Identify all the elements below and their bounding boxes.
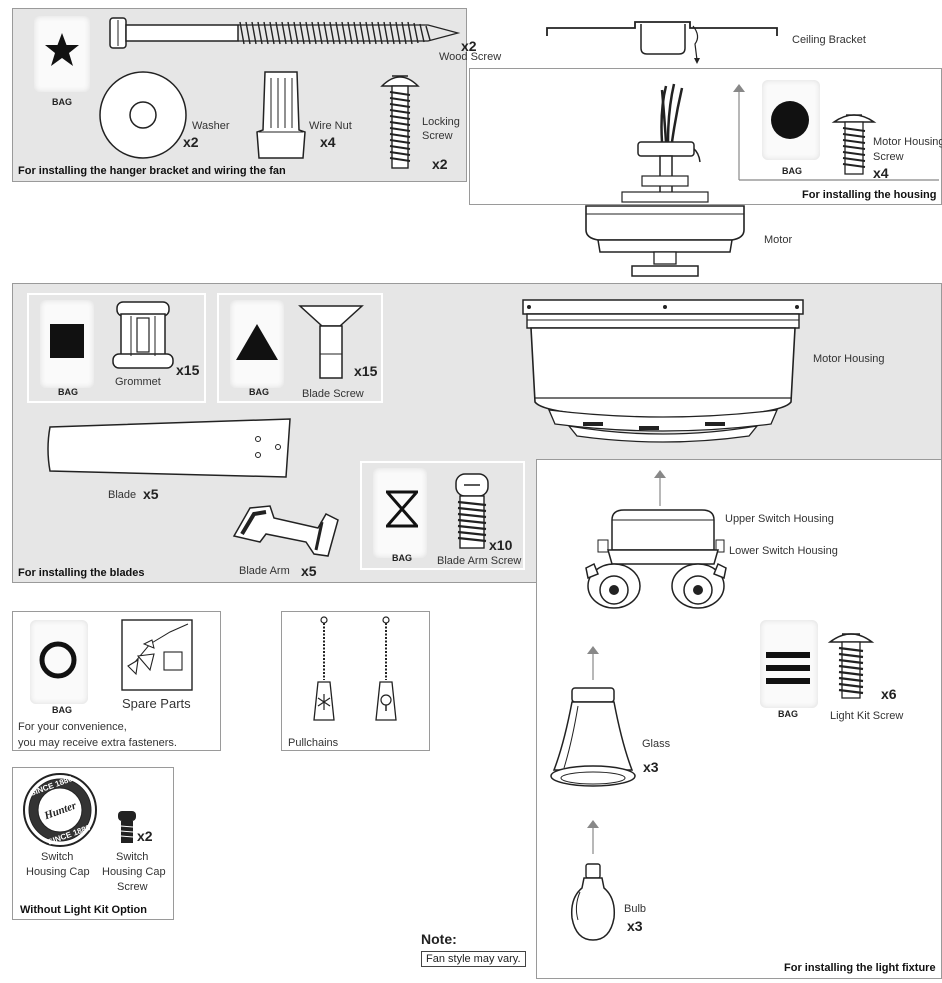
arrow-up-icon bbox=[654, 470, 666, 506]
pullchains-panel bbox=[281, 611, 430, 751]
arrow-up-icon bbox=[587, 820, 599, 854]
glass-icon bbox=[550, 687, 636, 787]
pullchain-fan-icon bbox=[313, 616, 335, 721]
grommet-qty: x15 bbox=[176, 362, 200, 378]
bracket-line-icon bbox=[739, 179, 939, 181]
blade-arm-qty: x5 bbox=[301, 563, 317, 579]
blade-qty: x5 bbox=[143, 486, 159, 502]
switch-cap-panel-caption: Without Light Kit Option bbox=[20, 904, 147, 916]
washer-icon bbox=[99, 71, 187, 159]
blade-arm-label: Blade Arm bbox=[239, 565, 290, 577]
wood-screw-qty: x2 bbox=[461, 38, 477, 54]
motor-label: Motor bbox=[764, 234, 793, 246]
glass-label: Glass bbox=[642, 738, 671, 750]
spare-note-line-2: you may receive extra fasteners. bbox=[18, 737, 177, 749]
light-kit-screw-label: Light Kit Screw bbox=[830, 710, 904, 722]
lower-switch-housing-label: Lower Switch Housing bbox=[729, 545, 838, 557]
hanger-panel-caption: For installing the hanger bracket and wi… bbox=[18, 165, 286, 177]
bag-label: BAG bbox=[782, 166, 802, 176]
arrow-up-icon bbox=[733, 84, 745, 180]
blade-icon bbox=[47, 418, 291, 478]
bag-label: BAG bbox=[778, 709, 798, 719]
blades-panel-caption: For installing the blades bbox=[18, 567, 145, 579]
ceiling-bracket-icon bbox=[546, 21, 778, 64]
motor-housing-icon bbox=[522, 299, 804, 443]
bag-label: BAG bbox=[249, 387, 269, 397]
switch-cap-screw-label-2: Housing Cap bbox=[102, 866, 166, 878]
blade-arm-screw-label: Blade Arm Screw bbox=[437, 555, 522, 567]
switch-cap-screw-label-3: Screw bbox=[117, 881, 148, 893]
blade-arm-screw-inset bbox=[360, 461, 525, 570]
bulb-label: Bulb bbox=[624, 903, 647, 915]
spare-parts-label: Spare Parts bbox=[122, 696, 191, 711]
blade-arm-screw-qty: x10 bbox=[489, 537, 513, 553]
arrow-up-icon bbox=[587, 646, 599, 680]
note-title: Note: bbox=[421, 931, 457, 947]
washer-label: Washer bbox=[192, 120, 230, 132]
wire-nut-qty: x4 bbox=[320, 134, 336, 150]
note-text: Fan style may vary. bbox=[426, 953, 521, 965]
ceiling-bracket-label: Ceiling Bracket bbox=[792, 34, 866, 46]
note-box: Fan style may vary. bbox=[421, 951, 526, 967]
triangle-icon bbox=[236, 324, 278, 360]
wood-screw-label: Wood Screw bbox=[439, 51, 502, 63]
light-kit-screw-icon bbox=[827, 633, 875, 699]
blade-screw-qty: x15 bbox=[354, 363, 378, 379]
hourglass-icon bbox=[386, 490, 418, 528]
housing-panel-caption: For installing the housing bbox=[802, 189, 937, 201]
motor-housing-screw-qty: x4 bbox=[873, 165, 889, 181]
switch-cap-label-2: Housing Cap bbox=[26, 866, 90, 878]
motor-housing-screw-label-2: Screw bbox=[873, 151, 904, 163]
stripes-icon bbox=[766, 652, 810, 684]
wire-nut-label: Wire Nut bbox=[309, 120, 352, 132]
bulb-qty: x3 bbox=[627, 918, 643, 934]
blade-screw-label: Blade Screw bbox=[302, 388, 364, 400]
blade-arm-icon bbox=[232, 505, 339, 557]
bag-label: BAG bbox=[52, 97, 72, 107]
locking-screw-label-2: Screw bbox=[422, 130, 453, 142]
glass-qty: x3 bbox=[643, 759, 659, 775]
washer-qty: x2 bbox=[183, 134, 199, 150]
switch-cap-screw-qty: x2 bbox=[137, 828, 153, 844]
spare-parts-icon bbox=[121, 619, 193, 691]
upper-switch-housing-label: Upper Switch Housing bbox=[725, 513, 834, 525]
switch-cap-screw-icon bbox=[118, 811, 136, 843]
bulb-icon bbox=[570, 863, 616, 941]
grommet-label: Grommet bbox=[115, 376, 161, 388]
locking-screw-label-1: Locking bbox=[422, 116, 460, 128]
grommet-inset bbox=[27, 293, 206, 403]
square-icon bbox=[50, 324, 84, 358]
light-fixture-panel-caption: For installing the light fixture bbox=[784, 962, 936, 974]
ring-icon bbox=[39, 641, 77, 679]
bag-label: BAG bbox=[58, 387, 78, 397]
spare-note-line-1: For your convenience, bbox=[18, 721, 127, 733]
wood-screw-icon bbox=[109, 17, 461, 49]
locking-screw-icon bbox=[380, 75, 420, 169]
blade-screw-icon bbox=[298, 305, 364, 379]
motor-housing-screw-label-1: Motor Housing bbox=[873, 136, 942, 148]
blade-label: Blade bbox=[108, 489, 137, 501]
motor-housing-label: Motor Housing bbox=[813, 353, 885, 365]
bag-label: BAG bbox=[392, 553, 412, 563]
pullchains-label: Pullchains bbox=[288, 737, 339, 749]
motor-icon bbox=[585, 83, 745, 277]
switch-cap-screw-label-1: Switch bbox=[116, 851, 149, 863]
motor-housing-screw-icon bbox=[831, 114, 877, 175]
pullchain-light-icon bbox=[375, 616, 397, 721]
light-kit-screw-qty: x6 bbox=[881, 686, 897, 702]
blade-screw-inset bbox=[217, 293, 383, 403]
switch-housing-cap-icon: SINCE 1886 SINCE 1886 Hunter bbox=[23, 773, 97, 847]
switch-housing-icon bbox=[585, 509, 727, 609]
circle-icon bbox=[771, 101, 809, 139]
star-icon bbox=[45, 33, 79, 66]
wire-nut-icon bbox=[256, 71, 306, 159]
grommet-icon bbox=[112, 301, 174, 369]
switch-cap-label-1: Switch bbox=[41, 851, 74, 863]
blade-arm-screw-icon bbox=[455, 473, 489, 549]
locking-screw-qty: x2 bbox=[432, 156, 448, 172]
bag-stripes bbox=[760, 620, 818, 708]
bag-label: BAG bbox=[52, 705, 72, 715]
